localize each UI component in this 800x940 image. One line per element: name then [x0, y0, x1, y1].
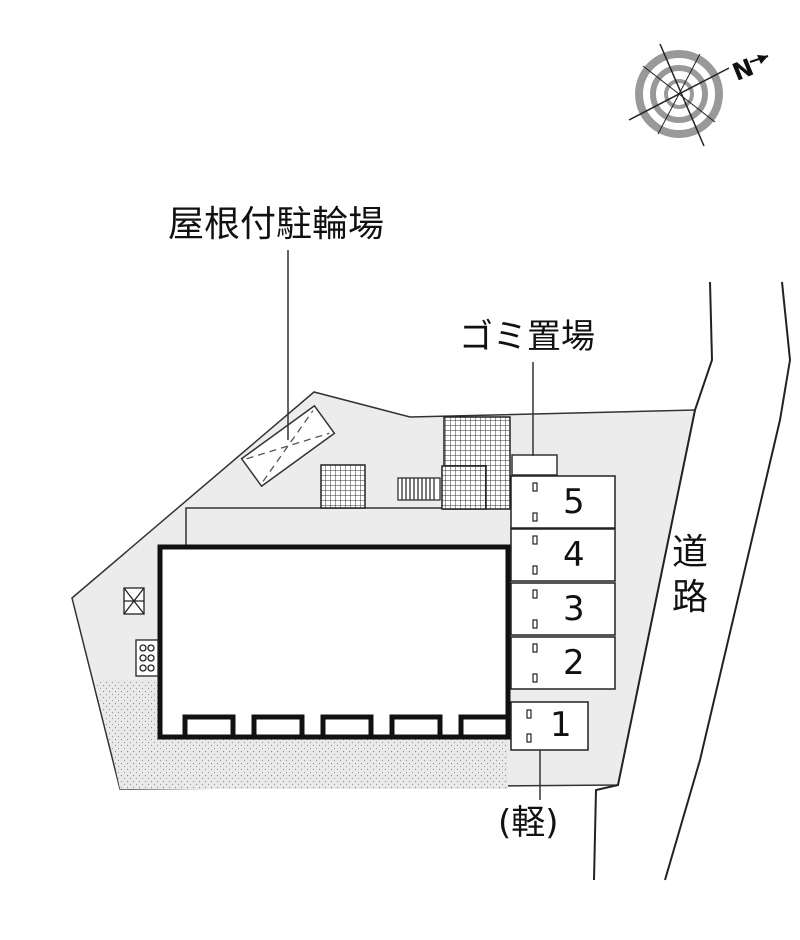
parking-space-5: [510, 475, 616, 529]
paved-area: [96, 680, 508, 789]
bicycle-parking-shelter: [240, 404, 336, 488]
parking-number-3: 3: [563, 589, 585, 629]
parking-number-4: 4: [563, 535, 585, 575]
compass-rose-icon: [628, 43, 769, 147]
parking-number-1: 1: [550, 705, 572, 745]
meter-panel-icon: [135, 639, 159, 677]
grid-feature-3: [441, 465, 487, 510]
utility-box-icon: [123, 587, 145, 615]
building-setback-line: [185, 507, 514, 548]
parking-space-2: [510, 636, 616, 690]
grid-feature-1: [320, 464, 366, 509]
kei-label: (軽): [498, 803, 559, 843]
bicycle-parking-label: 屋根付駐輪場: [168, 204, 385, 245]
wheel-stops: [526, 482, 538, 743]
road-label-1: 道: [672, 532, 709, 573]
stairs: [397, 477, 441, 501]
parking-area: [510, 475, 616, 751]
balconies: [182, 714, 511, 740]
parking-space-3: [510, 582, 616, 636]
garbage-area: [511, 454, 558, 476]
parking-number-5: 5: [563, 482, 585, 522]
parking-space-4: [510, 528, 616, 582]
garbage-label: ゴミ置場: [459, 317, 595, 357]
main-building: [157, 544, 511, 740]
road-label-2: 路: [672, 577, 709, 618]
road-edge-right: [664, 281, 792, 881]
road-edge-left: [593, 281, 714, 881]
parking-space-1: [510, 701, 589, 751]
parking-number-2: 2: [563, 643, 585, 683]
